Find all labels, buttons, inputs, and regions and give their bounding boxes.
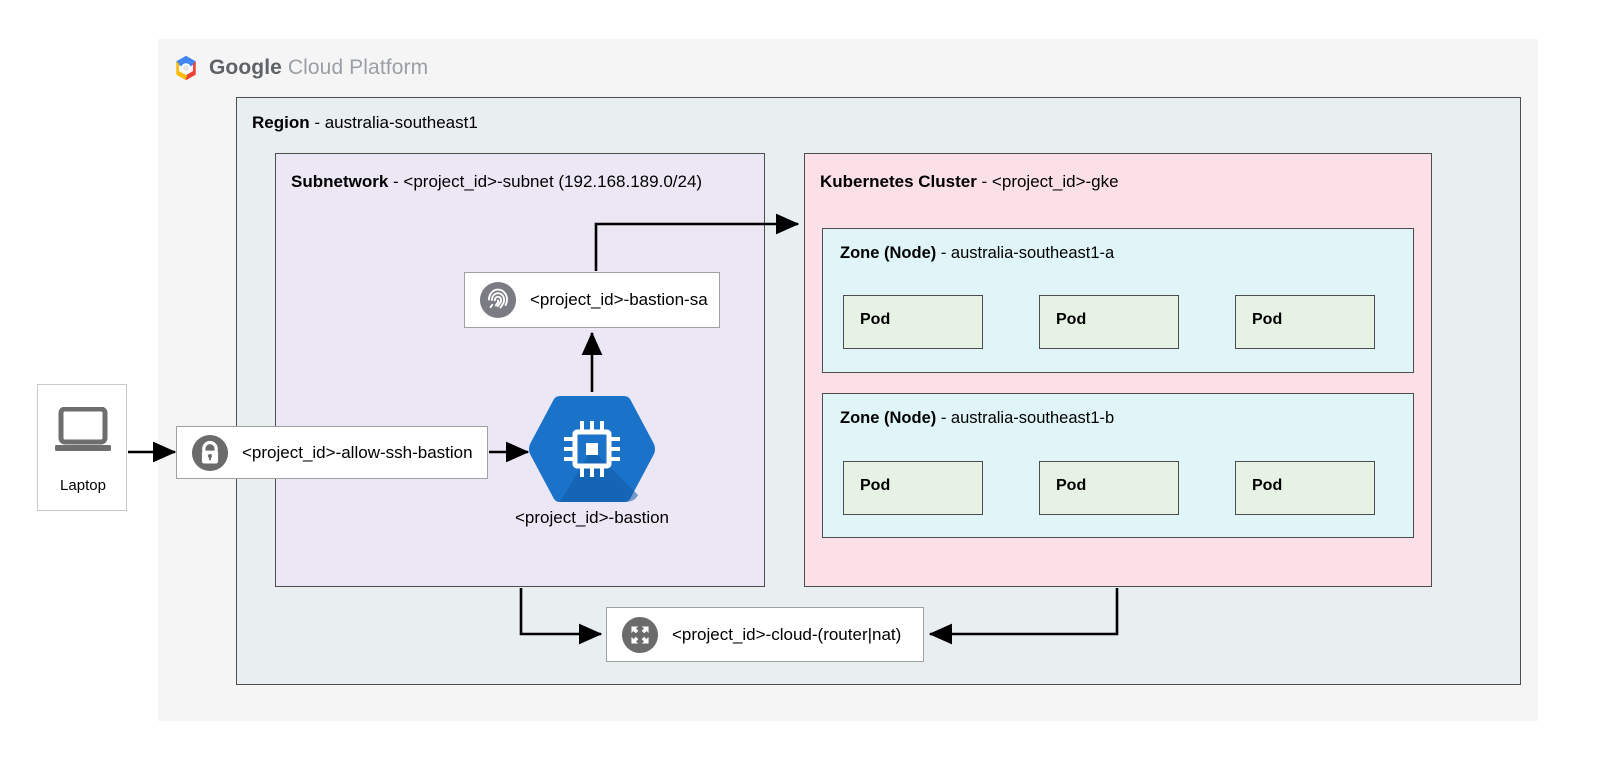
region-label-rest: - australia-southeast1 <box>309 113 478 132</box>
compute-engine-chip-icon <box>564 421 620 477</box>
pod-label: Pod <box>1252 477 1283 494</box>
pod-label: Pod <box>1252 311 1283 328</box>
bastion-compute-node[interactable] <box>528 394 656 504</box>
pod-label: Pod <box>860 477 891 494</box>
cluster-label-rest: - <project_id>-gke <box>976 172 1119 191</box>
cluster-label-bold: Kubernetes Cluster <box>820 172 977 191</box>
gcp-branding: Google Cloud Platform <box>172 54 428 82</box>
laptop-icon <box>55 407 111 451</box>
google-cloud-hexagon-logo-icon <box>176 55 196 81</box>
firewall-rule-node[interactable]: <project_id>-allow-ssh-bastion <box>176 426 488 479</box>
laptop-label: Laptop <box>60 477 106 494</box>
zone-b-label-bold: Zone (Node) <box>840 409 937 427</box>
pod-label: Pod <box>860 311 891 328</box>
pod-label: Pod <box>1056 477 1087 494</box>
bastion-node-label: <project_id>-bastion <box>514 508 670 527</box>
region-label-bold: Region <box>252 113 310 132</box>
pod-box[interactable]: Pod <box>1039 461 1179 515</box>
bastion-hexagon-icon <box>529 396 655 502</box>
pod-box[interactable]: Pod <box>1039 295 1179 349</box>
cloud-router-nat-node[interactable]: <project_id>-cloud-(router|nat) <box>606 607 924 662</box>
gcp-wordmark-cloud-platform: Cloud Platform <box>287 56 429 79</box>
zone-node-b-label: Zone (Node) - australia-southeast1-b <box>840 409 1114 428</box>
cloud-router-nat-expand-icon <box>621 616 659 653</box>
pod-label: Pod <box>1056 311 1087 328</box>
subnetwork-label-rest: - <project_id>-subnet (192.168.189.0/24) <box>388 172 703 191</box>
gcp-wordmark: Google Cloud Platform <box>209 56 428 80</box>
region-label: Region - australia-southeast1 <box>252 113 478 133</box>
firewall-rule-label: <project_id>-allow-ssh-bastion <box>242 442 473 462</box>
subnetwork-label: Subnetwork - <project_id>-subnet (192.16… <box>291 172 702 192</box>
gcp-wordmark-google: Google <box>209 56 282 79</box>
kubernetes-cluster-label: Kubernetes Cluster - <project_id>-gke <box>820 172 1119 192</box>
pod-box[interactable]: Pod <box>1235 295 1375 349</box>
service-account-label: <project_id>-bastion-sa <box>530 290 708 309</box>
service-account-node[interactable]: <project_id>-bastion-sa <box>464 272 720 328</box>
laptop-node[interactable]: Laptop <box>37 384 127 511</box>
zone-b-label-rest: - australia-southeast1-b <box>936 409 1115 427</box>
zone-a-label-bold: Zone (Node) <box>840 244 937 262</box>
cloud-router-nat-label: <project_id>-cloud-(router|nat) <box>672 624 902 644</box>
pod-box[interactable]: Pod <box>843 295 983 349</box>
subnetwork-label-bold: Subnetwork <box>291 172 389 191</box>
zone-node-a-label: Zone (Node) - australia-southeast1-a <box>840 244 1114 263</box>
pod-box[interactable]: Pod <box>843 461 983 515</box>
fingerprint-icon <box>479 281 517 319</box>
lock-icon <box>191 434 229 471</box>
pod-box[interactable]: Pod <box>1235 461 1375 515</box>
zone-a-label-rest: - australia-southeast1-a <box>936 244 1115 262</box>
